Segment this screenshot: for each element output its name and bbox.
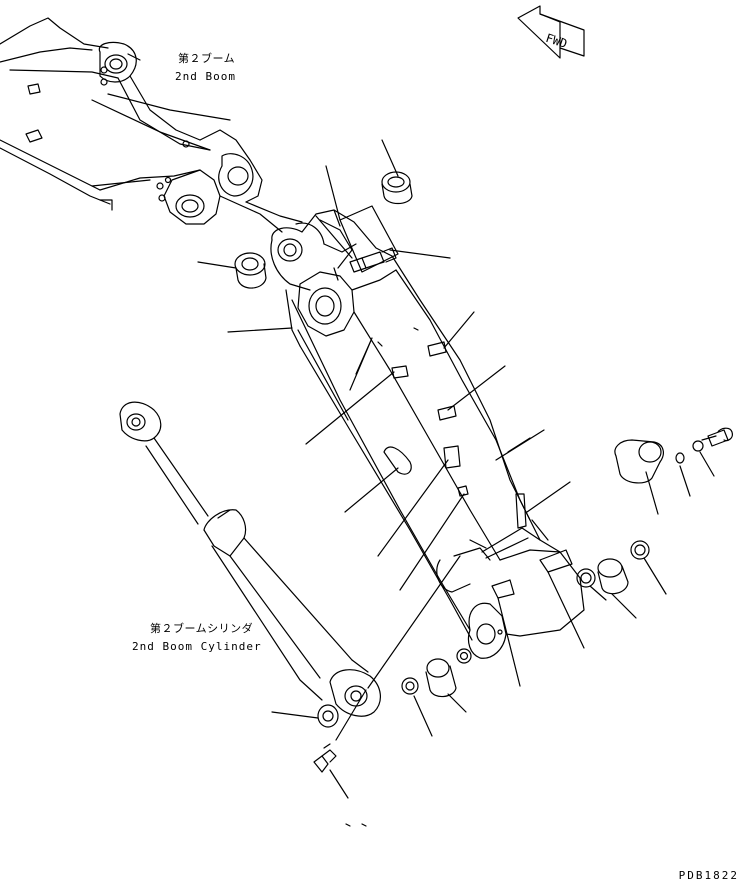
left-bushing xyxy=(197,252,267,289)
lower-right-clips xyxy=(491,549,585,687)
upper-bushing xyxy=(381,139,413,205)
arm-body xyxy=(270,209,585,659)
boom2-label-en: 2nd Boom xyxy=(175,70,236,83)
cylinder-label-jp: 第２ブームシリンダ xyxy=(150,622,254,635)
drawing-code: PDB1822 xyxy=(678,869,739,882)
right-bushing-set xyxy=(576,540,667,619)
fwd-text: FWD xyxy=(544,31,569,51)
fwd-arrow-icon: FWD xyxy=(517,5,585,59)
second-boom xyxy=(0,17,303,233)
clip-leaders xyxy=(227,311,571,591)
cylinder-label-en: 2nd Boom Cylinder xyxy=(132,640,262,653)
second-boom-cylinder xyxy=(119,401,461,827)
boom2-label-jp: 第２ブーム xyxy=(178,52,236,65)
extra-leaders xyxy=(315,215,531,453)
bottom-bushing-set xyxy=(401,648,472,737)
pin-assembly xyxy=(614,427,733,515)
top-clip-bracket xyxy=(325,165,451,273)
